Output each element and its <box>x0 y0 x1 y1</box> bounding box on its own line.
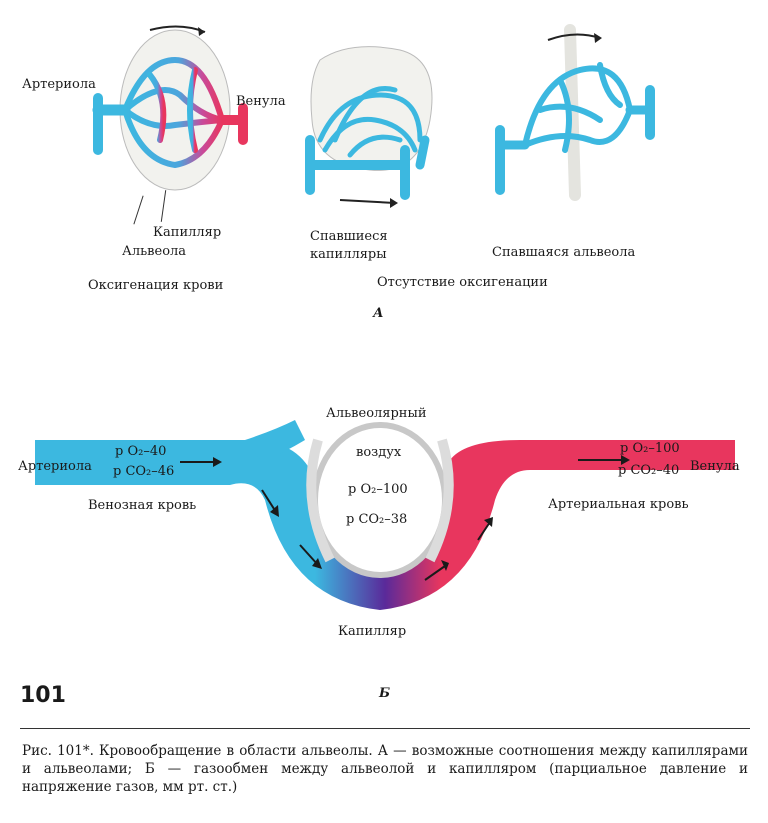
venous-pco2: р CO₂–46 <box>113 464 174 479</box>
alveolar-po2: р O₂–100 <box>348 482 408 497</box>
figure-caption: Рис. 101*. Кровообращение в области альв… <box>22 742 748 796</box>
alveolus-collapsed-capillaries <box>310 47 432 208</box>
label-arteriole-a: Артериола <box>22 77 96 92</box>
arterial-po2: р O₂–100 <box>620 441 680 456</box>
label-alveolar-air-1: Альвеолярный <box>326 406 426 421</box>
label-venous-blood: Венозная кровь <box>88 498 196 513</box>
arterial-pco2: р CO₂–40 <box>618 463 679 478</box>
label-capillary-a: Капилляр <box>153 225 221 240</box>
alveolar-pco2: р CO₂–38 <box>346 512 407 527</box>
caption-oxygenation: Оксигенация крови <box>88 278 223 293</box>
label-capillary-b: Капилляр <box>338 624 406 639</box>
caption-no-oxygenation: Отсутствие оксигенации <box>377 275 548 290</box>
label-alveolus-a: Альвеола <box>122 244 186 259</box>
label-alveolar-air-2: воздух <box>356 445 401 460</box>
venous-po2: р O₂–40 <box>115 444 166 459</box>
label-arteriole-b: Артериола <box>18 459 92 474</box>
label-arterial-blood: Артериальная кровь <box>548 497 689 512</box>
alveolus-oxygenation <box>98 26 243 190</box>
label-collapsed-capillaries-1: Спавшиеся <box>310 229 388 244</box>
figure-number: 101 <box>20 683 66 708</box>
label-collapsed-capillaries-2: капилляры <box>310 247 387 262</box>
collapsed-alveolus <box>500 30 650 195</box>
panel-letter-b: Б <box>379 686 390 701</box>
label-collapsed-alveolus: Спавшаяся альвеола <box>492 245 635 260</box>
label-venule-a: Венула <box>236 94 286 109</box>
caption-divider <box>20 728 750 729</box>
panel-letter-a: А <box>373 306 384 321</box>
label-venule-b: Венула <box>690 459 740 474</box>
